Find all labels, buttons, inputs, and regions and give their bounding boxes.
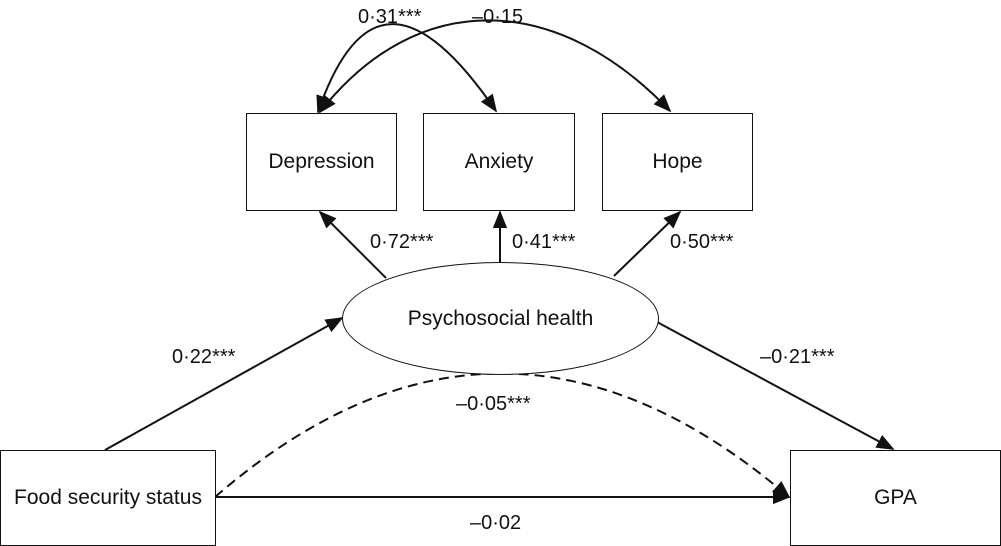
coef-psy-hope: 0·50*** bbox=[670, 231, 734, 253]
node-depression: Depression bbox=[246, 113, 397, 211]
node-gpa: GPA bbox=[790, 450, 1001, 546]
arrow-psy-dep bbox=[318, 210, 387, 279]
node-anxiety: Anxiety bbox=[423, 113, 575, 211]
coef-food-gpa: –0·02 bbox=[470, 512, 522, 534]
arrow-dep-hope-covariance bbox=[318, 19, 672, 114]
arrow-indirect-dashed bbox=[214, 372, 791, 499]
coef-dep-anx: 0·31*** bbox=[358, 6, 422, 28]
arrow-dep-anx-covariance bbox=[316, 23, 498, 114]
node-label: Psychosocial health bbox=[407, 306, 594, 330]
coef-psy-gpa: –0·21*** bbox=[760, 346, 835, 368]
arrow-food-psy bbox=[104, 317, 344, 451]
coef-psy-dep: 0·72*** bbox=[370, 231, 434, 253]
node-label: Anxiety bbox=[464, 150, 534, 173]
coef-dep-hope: –0·15 bbox=[472, 6, 524, 28]
node-label: Hope bbox=[652, 150, 703, 173]
node-psychosocial-health: Psychosocial health bbox=[342, 262, 659, 375]
node-label: Depression bbox=[268, 150, 375, 173]
arrow-psy-hope bbox=[613, 210, 682, 277]
node-label: Food security status bbox=[14, 486, 202, 509]
node-label: GPA bbox=[874, 486, 917, 509]
node-food-security-status: Food security status bbox=[0, 450, 216, 546]
coef-indirect: –0·05*** bbox=[456, 393, 531, 415]
arrow-psy-gpa bbox=[656, 321, 895, 450]
coef-psy-anx: 0·41*** bbox=[512, 231, 576, 253]
coef-food-psy: 0·22*** bbox=[172, 346, 236, 368]
node-hope: Hope bbox=[602, 113, 753, 211]
